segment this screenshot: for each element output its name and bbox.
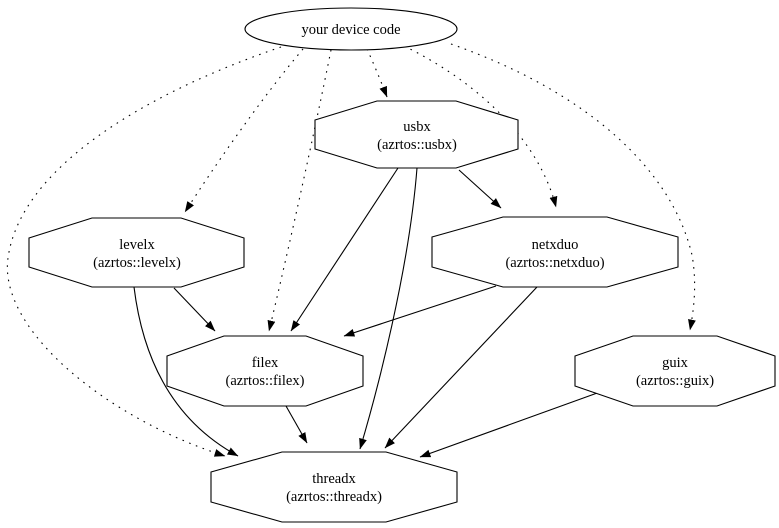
node-guix-shape [574, 335, 776, 407]
node-netxduo: netxduo (azrtos::netxduo) [431, 216, 679, 288]
node-filex-label: filex [252, 355, 279, 371]
node-your-device-code-shape [244, 7, 458, 51]
edge-usbx-to-netxduo [458, 169, 502, 209]
edge-device-code-to-levelx [184, 48, 304, 213]
node-netxduo-label: netxduo [532, 237, 579, 253]
edge-usbx-to-filex [290, 167, 399, 332]
node-levelx-shape [28, 217, 245, 288]
node-threadx-shape [210, 451, 458, 523]
node-guix: guix (azrtos::guix) [574, 335, 776, 407]
node-your-device-code-label: your device code [301, 22, 400, 38]
edge-guix-to-threadx [419, 391, 601, 458]
edge-device-code-to-guix [450, 43, 696, 331]
edge-device-code-to-netxduo [403, 45, 558, 208]
node-netxduo-package-label: (azrtos::netxduo) [505, 255, 604, 271]
node-filex-shape [166, 335, 364, 407]
node-usbx-shape [314, 100, 519, 169]
node-threadx: threadx (azrtos::threadx) [210, 451, 458, 523]
edges-layer [6, 43, 696, 458]
node-threadx-package-label: (azrtos::threadx) [286, 489, 382, 505]
edge-levelx-to-threadx [133, 286, 239, 457]
node-netxduo-shape [431, 216, 679, 288]
node-threadx-label: threadx [312, 471, 356, 487]
edge-levelx-to-filex [173, 287, 216, 332]
edge-netxduo-to-filex [343, 285, 497, 337]
node-usbx-package-label: (azrtos::usbx) [377, 137, 457, 153]
node-levelx-label: levelx [119, 237, 155, 253]
node-usbx-label: usbx [403, 119, 431, 135]
node-filex-package-label: (azrtos::filex) [226, 373, 305, 389]
edge-filex-to-threadx [285, 405, 308, 444]
edge-device-code-to-usbx [366, 48, 388, 98]
node-your-device-code: your device code [244, 7, 458, 51]
node-guix-label: guix [662, 355, 689, 371]
node-filex: filex (azrtos::filex) [166, 335, 364, 407]
node-guix-package-label: (azrtos::guix) [636, 373, 714, 389]
node-levelx: levelx (azrtos::levelx) [28, 217, 245, 288]
node-usbx: usbx (azrtos::usbx) [314, 100, 519, 169]
edge-device-code-to-filex [267, 49, 332, 332]
edge-netxduo-to-threadx [384, 286, 538, 449]
node-levelx-package-label: (azrtos::levelx) [93, 255, 181, 271]
edge-usbx-to-threadx [359, 167, 418, 450]
